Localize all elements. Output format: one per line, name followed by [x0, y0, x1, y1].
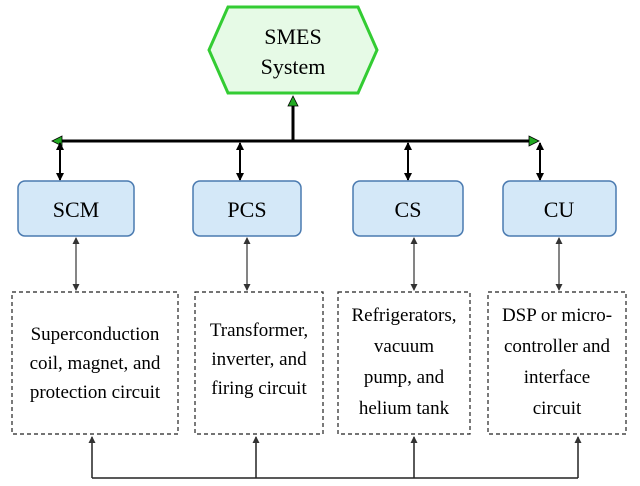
scm-detail-box — [11, 291, 179, 435]
scm-detail-line: protection circuit — [30, 382, 161, 403]
pcs-detail-line: Transformer, — [210, 320, 308, 341]
scm-detail-line: coil, magnet, and — [30, 353, 161, 374]
cs-detail-line: Refrigerators, — [352, 305, 457, 326]
bus-connectors — [56, 142, 544, 181]
subsystem-scm: SCM — [17, 180, 135, 237]
cu-label: CU — [544, 197, 575, 222]
cs-label: CS — [395, 197, 422, 222]
cs-detail-line: vacuum — [374, 336, 434, 357]
subsystem-cu: CU — [502, 180, 617, 237]
cs-detail-line: helium tank — [359, 398, 450, 419]
cs-detail-line: pump, and — [364, 367, 445, 388]
cs-detail: Refrigerators, vacuum pump, and helium t… — [337, 291, 471, 435]
cs-detail-box — [337, 291, 471, 435]
pcs-detail-line: firing circuit — [211, 378, 307, 399]
pcs-box — [192, 180, 302, 237]
pcs-detail-box — [194, 291, 324, 435]
bus-right-green-arrowhead — [528, 135, 540, 147]
cs-box — [352, 180, 464, 237]
main-bus — [51, 95, 540, 147]
bottom-bus — [88, 436, 582, 479]
smes-system-label-line-2: System — [261, 54, 326, 79]
root-green-arrowhead — [287, 95, 299, 107]
cu-detail-box — [487, 291, 627, 435]
cu-detail-line: controller and — [504, 336, 611, 357]
pcs-detail-line: inverter, and — [211, 349, 307, 370]
pcs-detail: Transformer, inverter, and firing circui… — [194, 291, 324, 435]
subsystem-cs: CS — [352, 180, 464, 237]
subsystem-detail-connectors — [72, 237, 563, 291]
subsystem-pcs: PCS — [192, 180, 302, 237]
cu-detail: DSP or micro- controller and interface c… — [487, 291, 627, 435]
scm-detail: Superconduction coil, magnet, and protec… — [11, 291, 179, 435]
scm-label: SCM — [53, 197, 99, 222]
pcs-label: PCS — [227, 197, 266, 222]
scm-box — [17, 180, 135, 237]
scm-detail-line: Superconduction — [31, 324, 160, 345]
smes-system-hexagon — [207, 5, 379, 95]
smes-system-label-line-1: SMES — [264, 24, 321, 49]
cu-detail-line: interface — [524, 367, 590, 388]
smes-system-node: SMES System — [207, 5, 379, 95]
cu-detail-line: DSP or micro- — [502, 305, 612, 326]
cu-detail-line: circuit — [533, 398, 582, 419]
cu-box — [502, 180, 617, 237]
